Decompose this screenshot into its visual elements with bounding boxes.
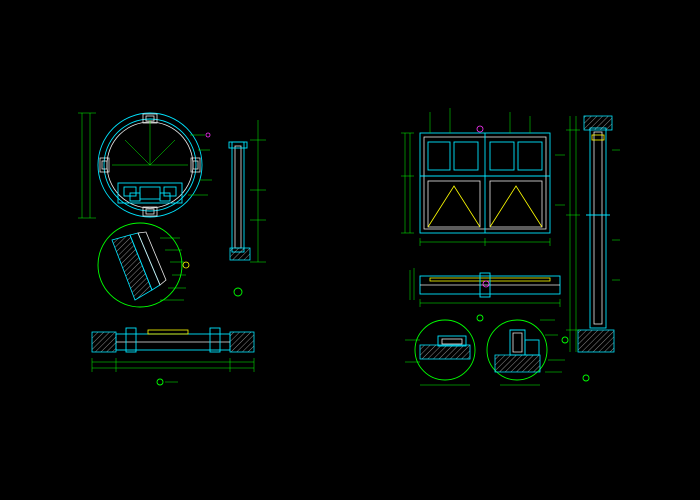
- sill-detail: [405, 314, 484, 386]
- window-plan-section: [409, 268, 561, 307]
- casement-window-sheet: [401, 108, 620, 386]
- enlarged-detail-circle: [97, 222, 190, 308]
- moon-gate-sheet: [78, 112, 266, 386]
- round-window-elevation: [78, 112, 212, 219]
- jamb-detail: [486, 319, 569, 386]
- plan-section: [91, 327, 255, 386]
- vertical-section: [228, 120, 266, 297]
- window-elevation: [401, 108, 565, 246]
- window-vertical-section: [566, 115, 620, 382]
